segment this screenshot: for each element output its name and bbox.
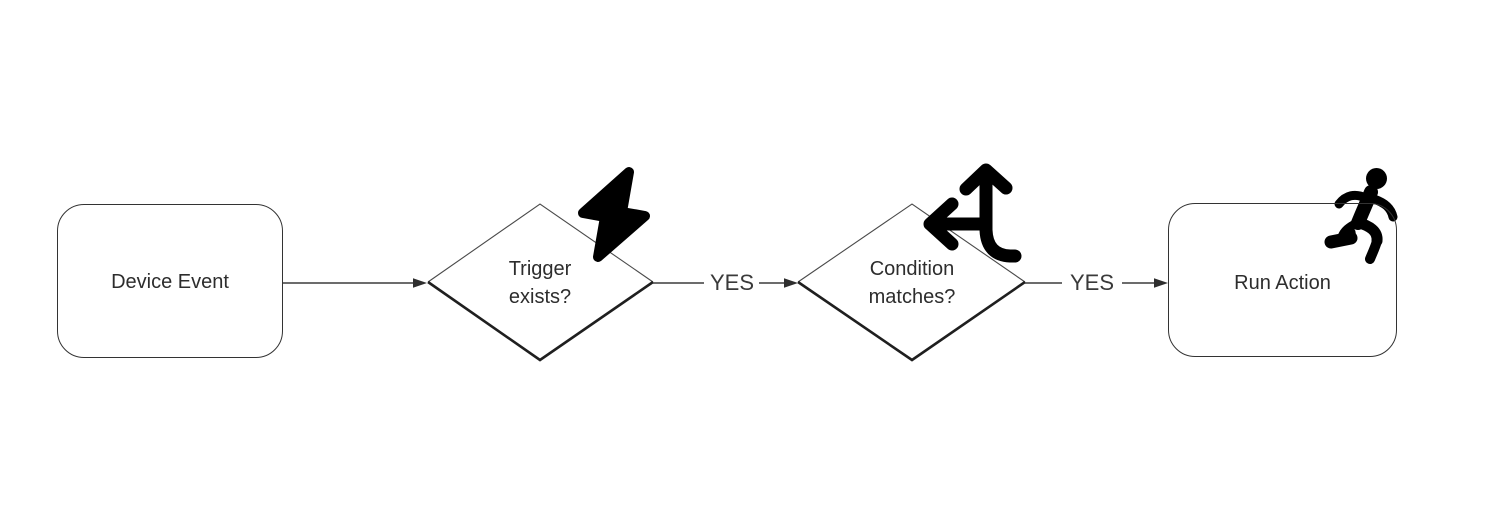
- lightning-icon: [578, 167, 650, 262]
- yes-label-condition: YES: [1064, 266, 1120, 300]
- decision-diamond-condition: [797, 203, 1026, 362]
- decision-diamond-trigger: [427, 203, 654, 362]
- runner-icon: [1324, 168, 1398, 264]
- device-event-label: Device Event: [111, 271, 229, 293]
- trigger-exists-label: Trigger exists?: [508, 258, 572, 308]
- node-device-event: [57, 204, 283, 358]
- run-action-label: Run Action: [1234, 272, 1331, 294]
- connector-trigger-to-condition: [653, 278, 798, 288]
- directions-icon: [923, 163, 1022, 263]
- condition-matches-label: Condition matches?: [868, 258, 956, 308]
- yes-label-trigger: YES: [706, 266, 758, 300]
- connector-condition-to-action: [1025, 278, 1168, 288]
- connector-device-to-trigger: [283, 278, 427, 288]
- node-run-action: [1168, 203, 1397, 357]
